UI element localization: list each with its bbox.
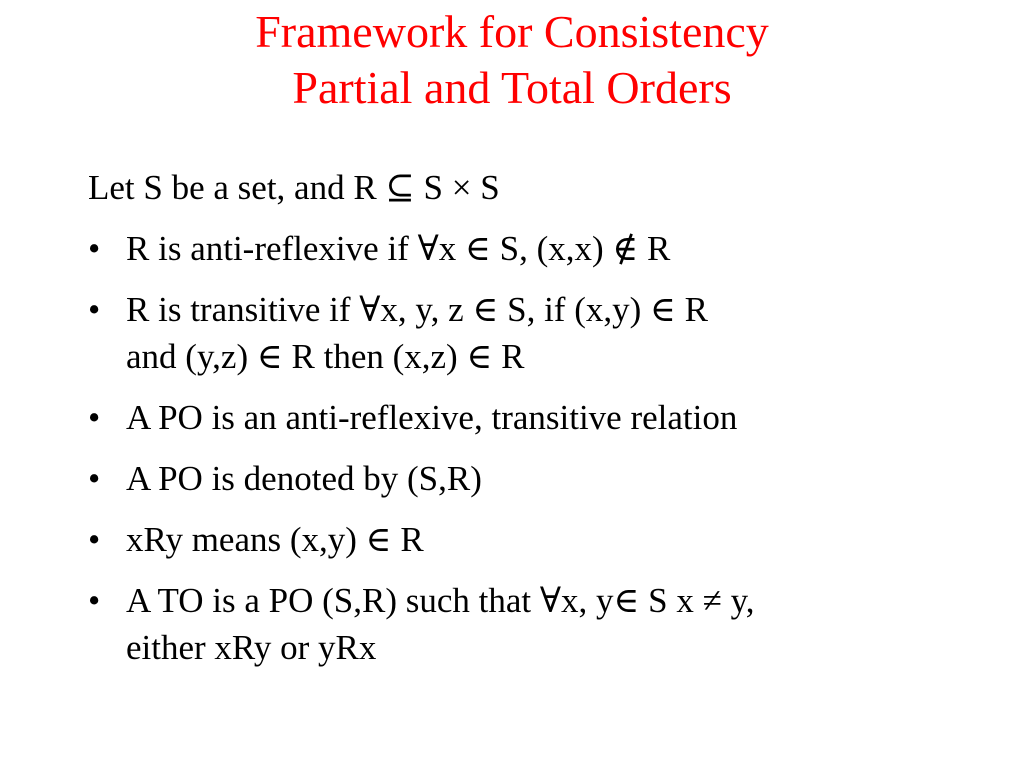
slide-body: Let S be a set, and R ⊆ S × S • R is ant… xyxy=(88,164,988,685)
bullet-po-definition: • A PO is an anti-reflexive, transitive … xyxy=(88,394,988,441)
bullet-line: R is anti-reflexive if ∀x ∈ S, (x,x) ∉ R xyxy=(126,229,671,268)
bullet-marker: • xyxy=(88,290,101,329)
bullet-line: A TO is a PO (S,R) such that ∀x, y∈ S x … xyxy=(126,581,755,620)
intro-text: Let S be a set, and R ⊆ S × S xyxy=(88,168,500,207)
bullet-anti-reflexive: • R is anti-reflexive if ∀x ∈ S, (x,x) ∉… xyxy=(88,225,988,272)
bullet-line: A PO is an anti-reflexive, transitive re… xyxy=(126,398,738,437)
bullet-marker: • xyxy=(88,459,101,498)
bullet-line: R is transitive if ∀x, y, z ∈ S, if (x,y… xyxy=(126,290,709,329)
title-line-1: Framework for Consistency xyxy=(255,6,769,57)
bullet-line: xRy means (x,y) ∈ R xyxy=(126,520,424,559)
slide-title: Framework for Consistency Partial and To… xyxy=(0,4,1024,116)
bullet-marker: • xyxy=(88,520,101,559)
bullet-xry-meaning: • xRy means (x,y) ∈ R xyxy=(88,516,988,563)
bullet-marker: • xyxy=(88,229,101,268)
bullet-marker: • xyxy=(88,398,101,437)
bullet-line-continued: and (y,z) ∈ R then (x,z) ∈ R xyxy=(126,337,525,376)
bullet-po-notation: • A PO is denoted by (S,R) xyxy=(88,455,988,502)
bullet-line-continued: either xRy or yRx xyxy=(126,628,377,667)
bullet-marker: • xyxy=(88,581,101,620)
bullet-transitive: • R is transitive if ∀x, y, z ∈ S, if (x… xyxy=(88,286,988,380)
bullet-line: A PO is denoted by (S,R) xyxy=(126,459,482,498)
title-line-2: Partial and Total Orders xyxy=(292,62,732,113)
bullet-to-definition: • A TO is a PO (S,R) such that ∀x, y∈ S … xyxy=(88,577,988,671)
